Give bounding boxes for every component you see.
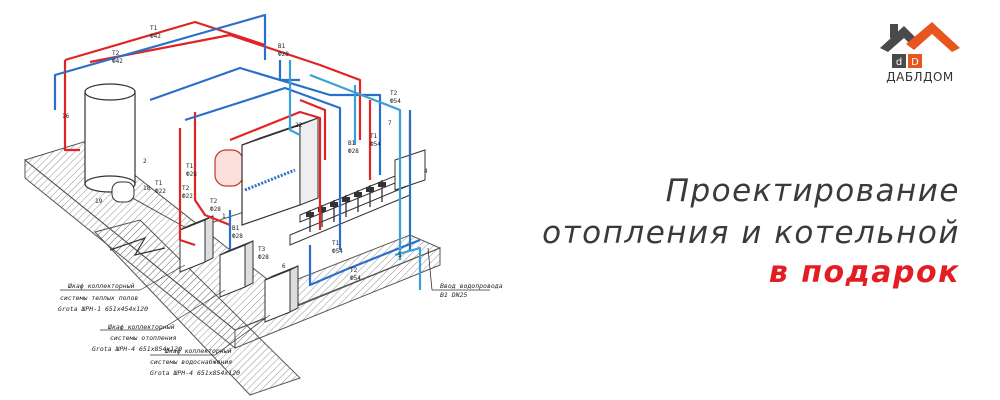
return-pipes <box>53 13 421 287</box>
cabinet-notes <box>60 264 271 356</box>
svg-text:системы водоснабжения: системы водоснабжения <box>150 358 232 366</box>
headline-line-1: Проектирование <box>665 173 960 209</box>
svg-text:Шкаф коллекторный: Шкаф коллекторный <box>67 282 135 290</box>
logo-mark-letter-big: D <box>911 57 919 68</box>
pipe-label-d28: Ф28 <box>258 254 269 261</box>
pipe-label-t3: Т3 <box>258 246 266 253</box>
dabldom-logo-house-icon: d D <box>880 22 960 68</box>
callout-6: 6 <box>282 263 286 270</box>
cabinet-note-3: Шкаф коллекторный системы водоснабжения … <box>150 347 240 377</box>
pipe-label-t2: Т2 <box>350 267 358 274</box>
pipe-label-d54: Ф54 <box>370 141 381 148</box>
callout-16: 16 <box>62 113 70 120</box>
pipe-label-t2: Т2 <box>182 185 190 192</box>
callout-5: 5 <box>398 252 402 259</box>
storage-tank <box>84 83 136 193</box>
pipe-label-d22: Ф22 <box>155 188 166 195</box>
callouts: 1 2 4 5 6 7 16 18 19 22 <box>62 113 428 270</box>
pipe-label-t2: Т2 <box>210 198 218 205</box>
svg-text:системы теплых полов: системы теплых полов <box>60 294 138 302</box>
pipe-label-b1: В1 <box>348 140 356 147</box>
pipe-label-d28: Ф28 <box>278 51 289 58</box>
cabinet-note-1: Шкаф коллекторный системы теплых полов G… <box>58 282 148 313</box>
pipe-label-t1: Т1 <box>186 163 194 170</box>
callout-4: 4 <box>424 168 428 175</box>
pipe-label-d28: Ф28 <box>348 148 359 155</box>
svg-text:Grota ШРН-4 651х854х120: Grota ШРН-4 651х854х120 <box>150 369 240 377</box>
heating-scheme-drawing: Т1 Ф42 Т2 Ф42 В1 Ф28 Т2 Ф54 Т1 Ф54 В1 Ф2… <box>23 13 503 396</box>
pipe-label-t1: Т1 <box>332 240 340 247</box>
cabinet-note-2: Шкаф коллекторный системы отопления Grot… <box>92 323 182 353</box>
water-input-size: В1 DN25 <box>440 291 467 299</box>
cold-water-pipes <box>288 60 422 290</box>
pipe-label-d28: Ф28 <box>186 171 197 178</box>
pipe-label-t2: Т2 <box>112 50 120 57</box>
pipe-label-t1: Т1 <box>155 180 163 187</box>
headline-gift-highlight: в подарок <box>768 255 960 290</box>
pipe-label-d54: Ф54 <box>390 98 401 105</box>
pipe-label-t1: Т1 <box>370 133 378 140</box>
callout-1: 1 <box>222 213 226 220</box>
pipe-label-t2: Т2 <box>390 90 398 97</box>
headline-line-2: отопления и котельной <box>542 215 960 251</box>
svg-text:Шкаф коллекторный: Шкаф коллекторный <box>164 347 232 355</box>
pipe-label-d54: Ф54 <box>332 248 343 255</box>
pipe-label-d42: Ф42 <box>112 58 123 65</box>
supply-pipes <box>63 20 412 247</box>
callout-18: 18 <box>143 185 151 192</box>
pipe-label-t1: Т1 <box>150 25 158 32</box>
pipe-label-d22: Ф22 <box>182 193 193 200</box>
expansion-tank-red <box>214 149 244 187</box>
callout-7: 7 <box>388 120 392 127</box>
pipe-label-d28: Ф28 <box>210 206 221 213</box>
pipe-label-d28: Ф28 <box>232 233 243 240</box>
pipe-label-d54: Ф54 <box>350 275 361 282</box>
expansion-vessel <box>111 181 135 203</box>
logo-mark-letter-small: d <box>896 57 902 68</box>
collector-cabinets <box>179 215 299 323</box>
pipe-labels: Т1 Ф42 Т2 Ф42 В1 Ф28 Т2 Ф54 Т1 Ф54 В1 Ф2… <box>112 25 401 282</box>
svg-text:системы отопления: системы отопления <box>110 334 177 342</box>
svg-text:Grota ШРН-4 651х854х120: Grota ШРН-4 651х854х120 <box>92 345 182 353</box>
water-input-title: Ввод водопровода <box>440 282 503 290</box>
water-input-note: Ввод водопровода В1 DN25 <box>427 247 503 299</box>
pipe-label-b1: В1 <box>278 43 286 50</box>
boiler-unit <box>241 117 319 226</box>
pipe-label-d42: Ф42 <box>150 33 161 40</box>
callout-22: 22 <box>295 122 303 129</box>
logo-wordmark: ДАБЛДОМ <box>886 70 954 84</box>
svg-text:Grota ШРН-1 651х454х120: Grota ШРН-1 651х454х120 <box>58 305 148 313</box>
pipe-label-b1: В1 <box>232 225 240 232</box>
callout-2: 2 <box>143 158 147 165</box>
callout-19: 19 <box>95 198 103 205</box>
svg-text:Шкаф коллекторный: Шкаф коллекторный <box>107 323 175 331</box>
